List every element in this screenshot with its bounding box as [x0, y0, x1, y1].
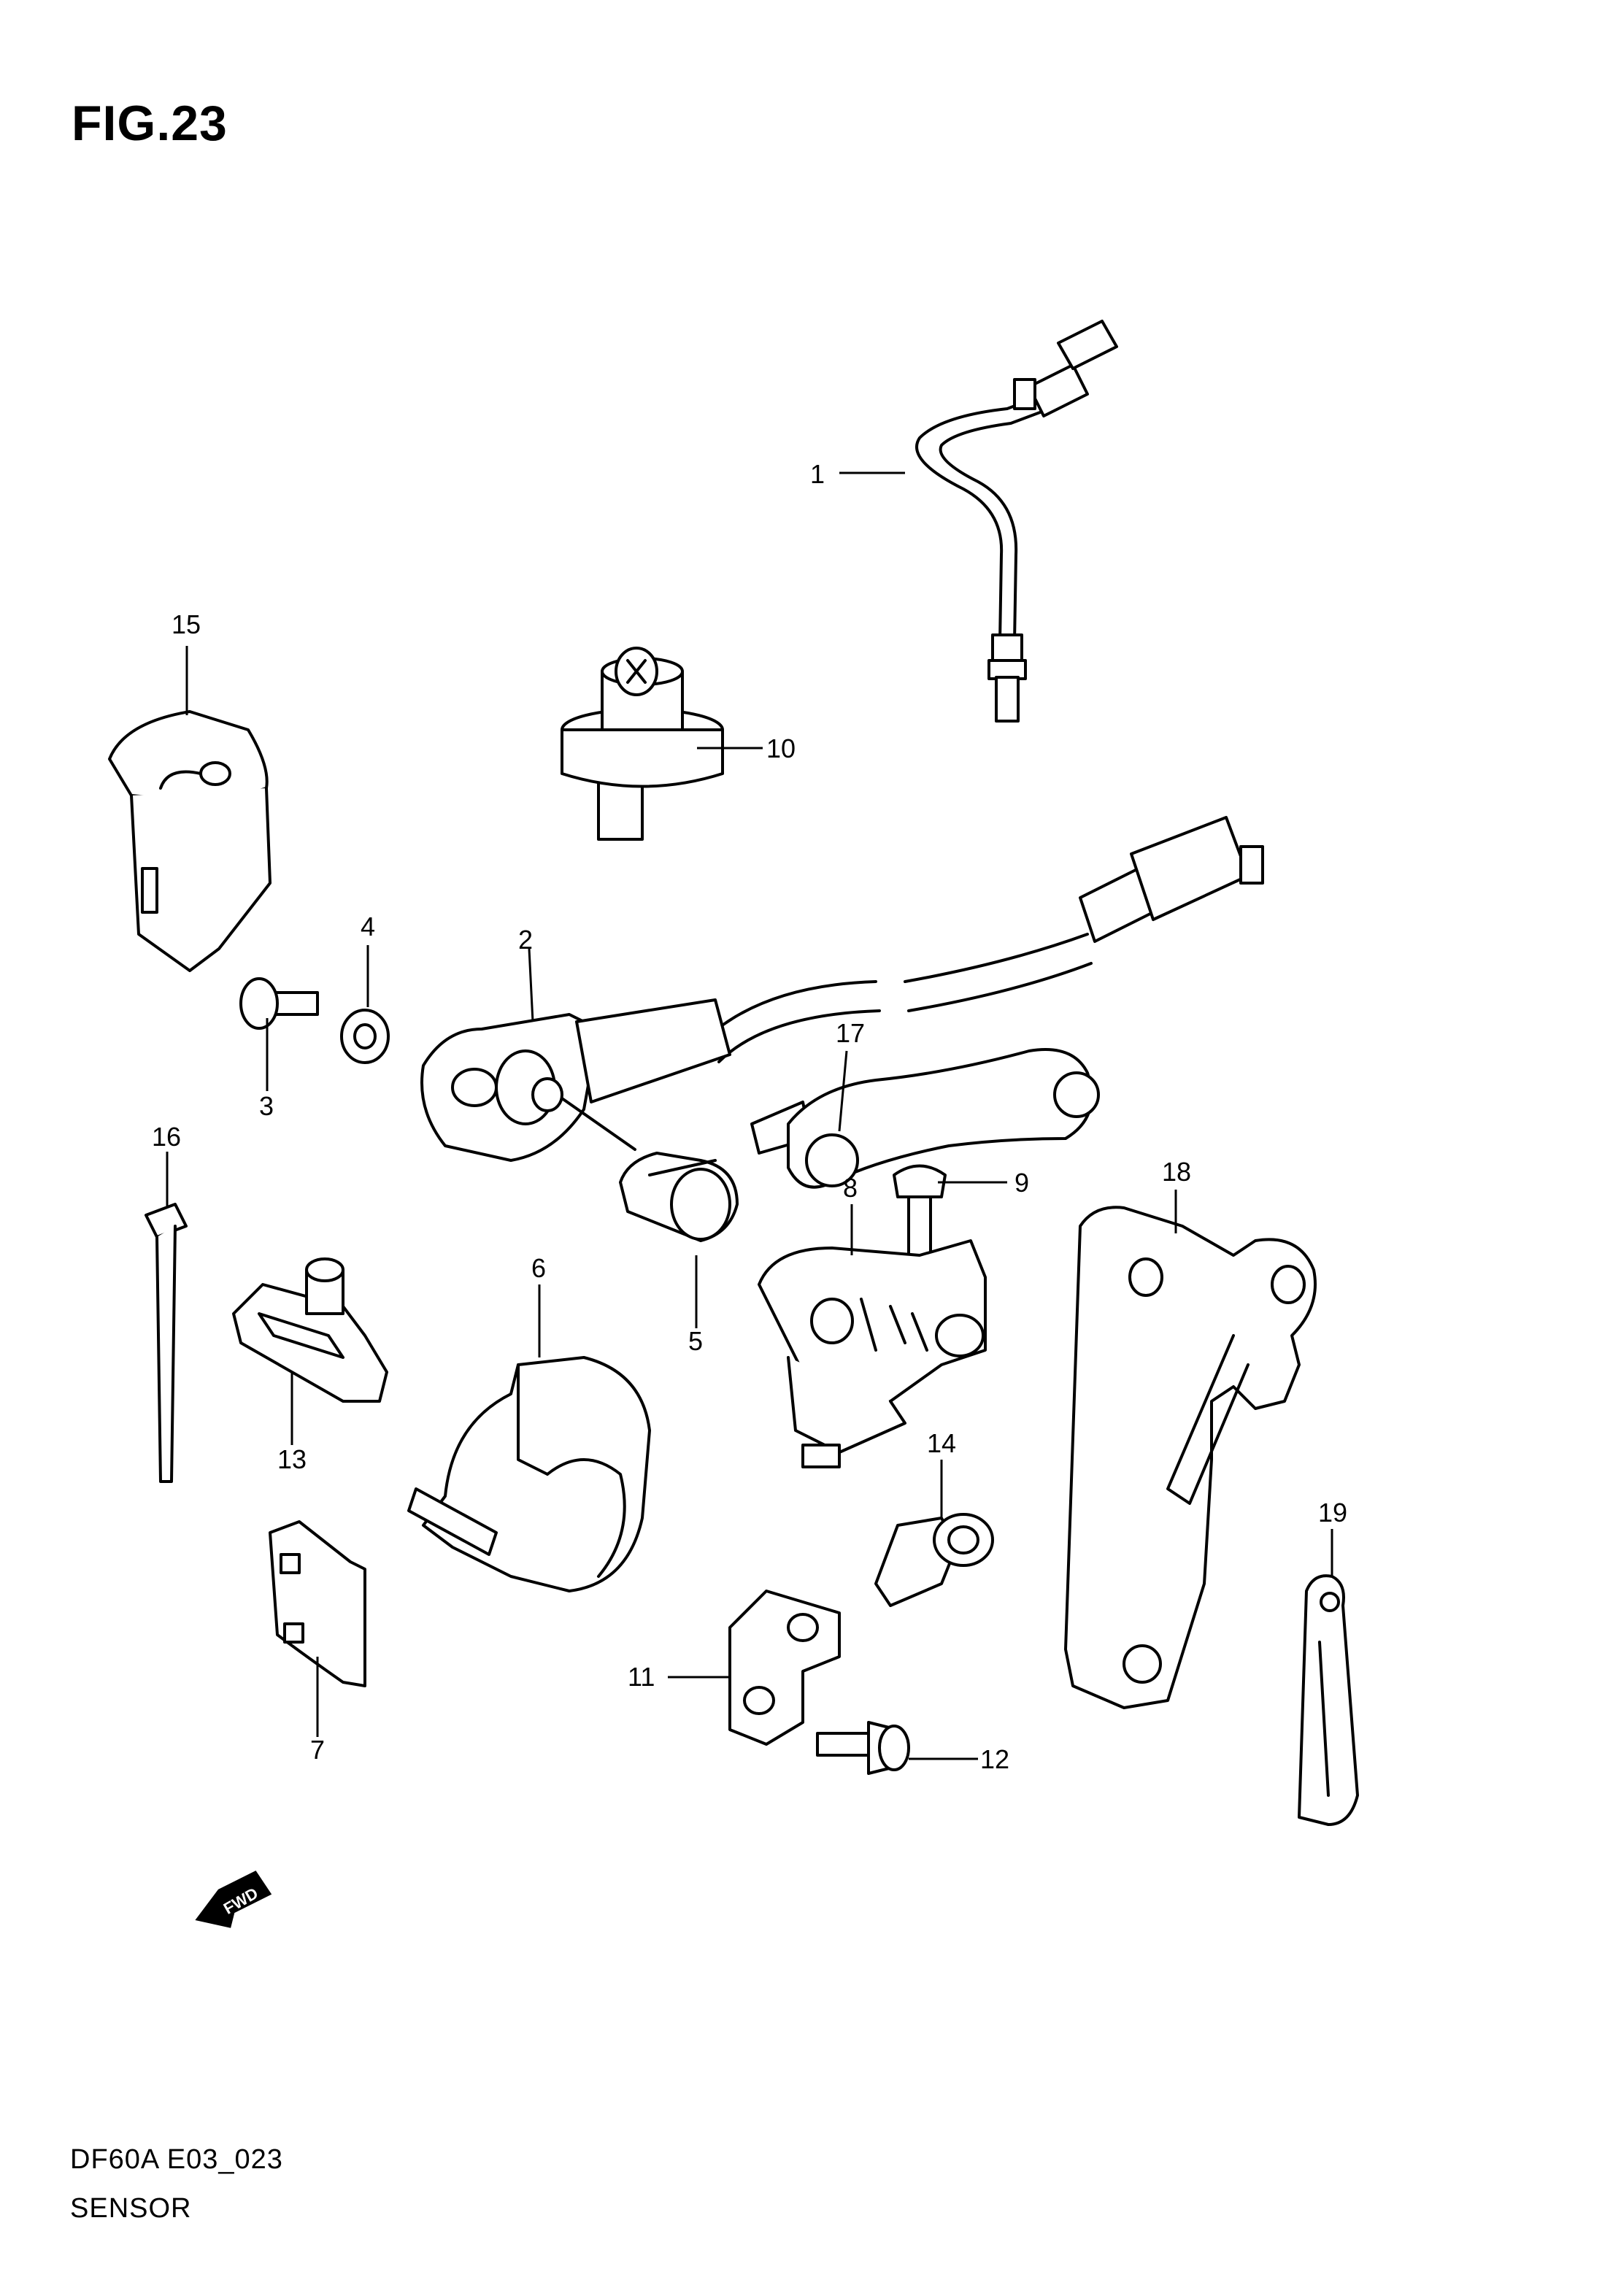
callout-part-5: 5 [688, 1326, 703, 1356]
forward-arrow-icon: FWD [195, 1871, 272, 1928]
part-2-sensor-with-cable[interactable] [420, 816, 1264, 1162]
part-18-bracket[interactable] [1064, 1206, 1317, 1709]
callout-part-10: 10 [766, 733, 796, 763]
figure-title: FIG.23 [72, 96, 228, 151]
callout-part-14: 14 [927, 1428, 956, 1458]
part-16-cable-tie[interactable] [145, 1203, 188, 1483]
callout-part-11: 11 [628, 1662, 655, 1692]
part-4-washer[interactable] [340, 1009, 390, 1064]
part-17-sensor-bracket[interactable] [750, 1048, 1100, 1189]
callout-part-12: 12 [980, 1744, 1009, 1774]
diagram-name: SENSOR [70, 2193, 192, 2224]
callout-part-7: 7 [310, 1735, 325, 1765]
part-8-sensor-holder[interactable] [758, 1239, 987, 1468]
part-1-sensor-with-cable[interactable] [915, 320, 1118, 723]
callout-part-19: 19 [1318, 1498, 1347, 1528]
part-14-clip[interactable] [874, 1513, 994, 1607]
callout-part-15: 15 [172, 609, 201, 639]
callout-part-18: 18 [1162, 1157, 1191, 1187]
callout-part-8: 8 [843, 1173, 858, 1203]
callout-part-1: 1 [810, 459, 825, 489]
callout-labels: 1 2 3 4 5 6 7 8 9 10 11 12 13 14 15 16 1… [152, 459, 1347, 1774]
callout-part-2: 2 [518, 925, 533, 955]
part-5-sensor-cap[interactable] [619, 1152, 739, 1242]
callout-part-16: 16 [152, 1122, 181, 1152]
callout-part-13: 13 [277, 1444, 307, 1474]
callout-part-17: 17 [836, 1018, 865, 1048]
leader-lines [166, 471, 1333, 1760]
part-10-pressure-switch[interactable] [561, 647, 724, 841]
part-19-strap[interactable] [1298, 1574, 1359, 1826]
diagram-code: DF60A E03_023 [70, 2144, 283, 2175]
callout-part-3: 3 [259, 1091, 274, 1121]
part-3-bolt[interactable] [239, 977, 319, 1030]
callout-part-9: 9 [1014, 1168, 1029, 1198]
part-11-bracket[interactable] [728, 1590, 841, 1746]
part-15-sensor-cover[interactable] [108, 710, 272, 972]
part-6-holder-clip[interactable] [407, 1356, 651, 1592]
part-7-plate[interactable] [269, 1520, 366, 1687]
part-12-bolt[interactable] [816, 1721, 910, 1775]
callout-part-6: 6 [531, 1253, 546, 1283]
callout-part-4: 4 [361, 912, 375, 941]
part-13-clamp[interactable] [232, 1257, 388, 1403]
part-9-bolt[interactable] [893, 1164, 947, 1264]
